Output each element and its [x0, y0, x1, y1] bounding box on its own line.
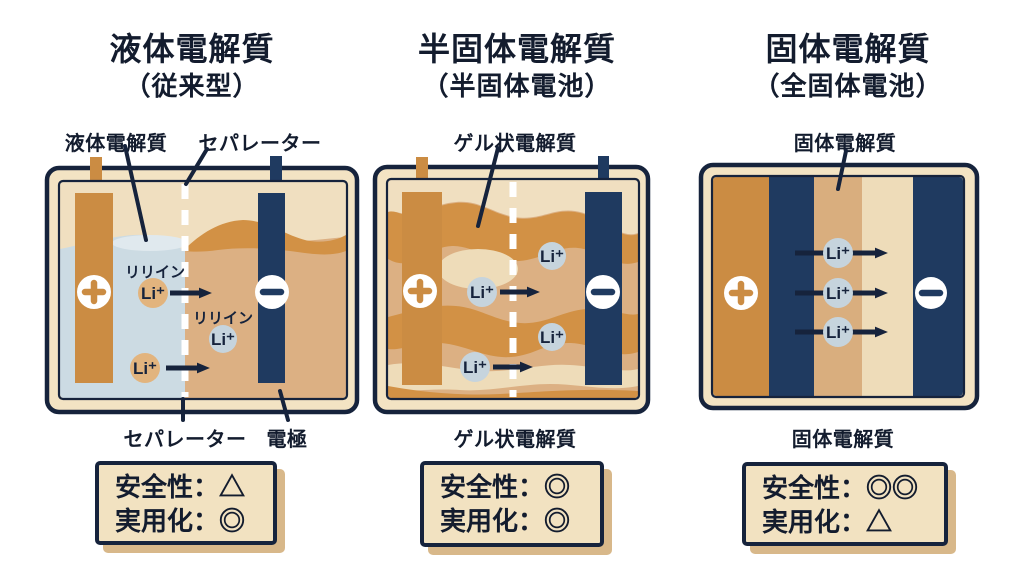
li-ion-label: Li⁺: [826, 244, 850, 263]
gel-top-layer: [388, 180, 638, 235]
gel-wave-band: [388, 202, 638, 264]
li-ion-label: Li⁺: [540, 247, 564, 266]
battery-diagram-solid: Li⁺ Li⁺ Li⁺: [698, 149, 980, 411]
practicality-rating: 実用化：△: [762, 507, 893, 537]
li-ion-label: Li⁺: [463, 358, 487, 377]
panel-subtitle-semisolid: （半固体電池）: [422, 71, 612, 101]
panel-title-solid: 固体電解質: [765, 31, 931, 67]
li-ion: [460, 352, 490, 382]
li-ion: [209, 325, 237, 353]
battery-diagram-semisolid: Li⁺ Li⁺ Li⁺ Li⁺: [372, 146, 651, 415]
battery-diagram-liquid: Li⁺ リリイン Li⁺ リリイン Li⁺: [44, 144, 360, 422]
ion-annotation: リリイン: [193, 310, 253, 327]
navy-layer: [769, 177, 814, 396]
li-ion: [467, 277, 497, 307]
panel-title-liquid: 液体電解質: [109, 31, 275, 67]
rating-box-solid: 安全性：◎◎ 実用化：△: [742, 462, 948, 546]
inner-wall: [385, 177, 641, 401]
li-ion-label: Li⁺: [470, 283, 494, 302]
li-ion-label: Li⁺: [211, 330, 235, 349]
safety-rating: 安全性：△: [115, 472, 246, 502]
rating-box-semisolid: 安全性：◎ 実用化：◎: [420, 461, 604, 547]
li-ion: [130, 353, 160, 383]
li-ion: [538, 323, 566, 351]
safety-rating: 安全性：◎◎: [762, 473, 919, 503]
leader-line-electrolyte: [123, 144, 148, 242]
panel-subtitle-liquid: （従来型）: [124, 71, 260, 101]
label-separator-bottom: セパレーター: [123, 429, 247, 451]
rating-box-liquid: 安全性：△ 実用化：◎: [95, 461, 277, 545]
li-ion-label: Li⁺: [141, 284, 165, 303]
li-ion: [823, 238, 853, 268]
ion-annotation: リリイン: [125, 264, 185, 281]
leader-line-electrode: [278, 389, 290, 422]
plus-icon: [81, 279, 107, 305]
li-ion-label: Li⁺: [826, 323, 850, 342]
cell-interior-solid: [713, 177, 963, 396]
li-ion: [538, 242, 566, 270]
li-ion: [823, 278, 853, 308]
label-solid-electrolyte-bottom: 固体電解質: [791, 429, 895, 451]
leader-line-gel: [476, 146, 500, 228]
gel-wave-band: [388, 386, 638, 398]
inner-wall: [710, 174, 966, 399]
li-ion: [823, 317, 853, 347]
label-separator-top: セパレーター: [198, 133, 322, 155]
practicality-rating: 実用化：◎: [115, 506, 246, 536]
panel-title-semisolid: 半固体電解質: [417, 31, 617, 67]
liquid-surface-highlight: [112, 235, 188, 251]
label-gel-electrolyte-bottom: ゲル状電解質: [453, 429, 577, 451]
gel-blob: [438, 249, 518, 289]
li-ion-label: Li⁺: [133, 359, 157, 378]
negative-terminal-tab: [598, 156, 609, 195]
practicality-rating: 実用化：◎: [440, 506, 571, 536]
plus-icon: [728, 280, 754, 306]
inner-wall: [57, 179, 349, 401]
gel-wave-band: [388, 305, 638, 358]
label-gel-electrolyte-top: ゲル状電解質: [453, 133, 577, 155]
leader-line-separator-top: [184, 147, 209, 186]
plus-icon: [407, 278, 433, 304]
label-liquid-electrolyte-top: 液体電解質: [64, 133, 168, 155]
li-ion: [138, 278, 168, 308]
leader-line-solid: [836, 149, 848, 191]
panel-subtitle-solid: （全固体電池）: [753, 71, 943, 101]
label-solid-electrolyte-top: 固体電解質: [793, 133, 897, 155]
label-electrode-bottom: 電極: [266, 429, 308, 451]
safety-rating: 安全性：◎: [440, 472, 571, 502]
cream-layer: [862, 177, 913, 396]
li-ion-label: Li⁺: [540, 328, 564, 347]
li-ion-label: Li⁺: [826, 284, 850, 303]
